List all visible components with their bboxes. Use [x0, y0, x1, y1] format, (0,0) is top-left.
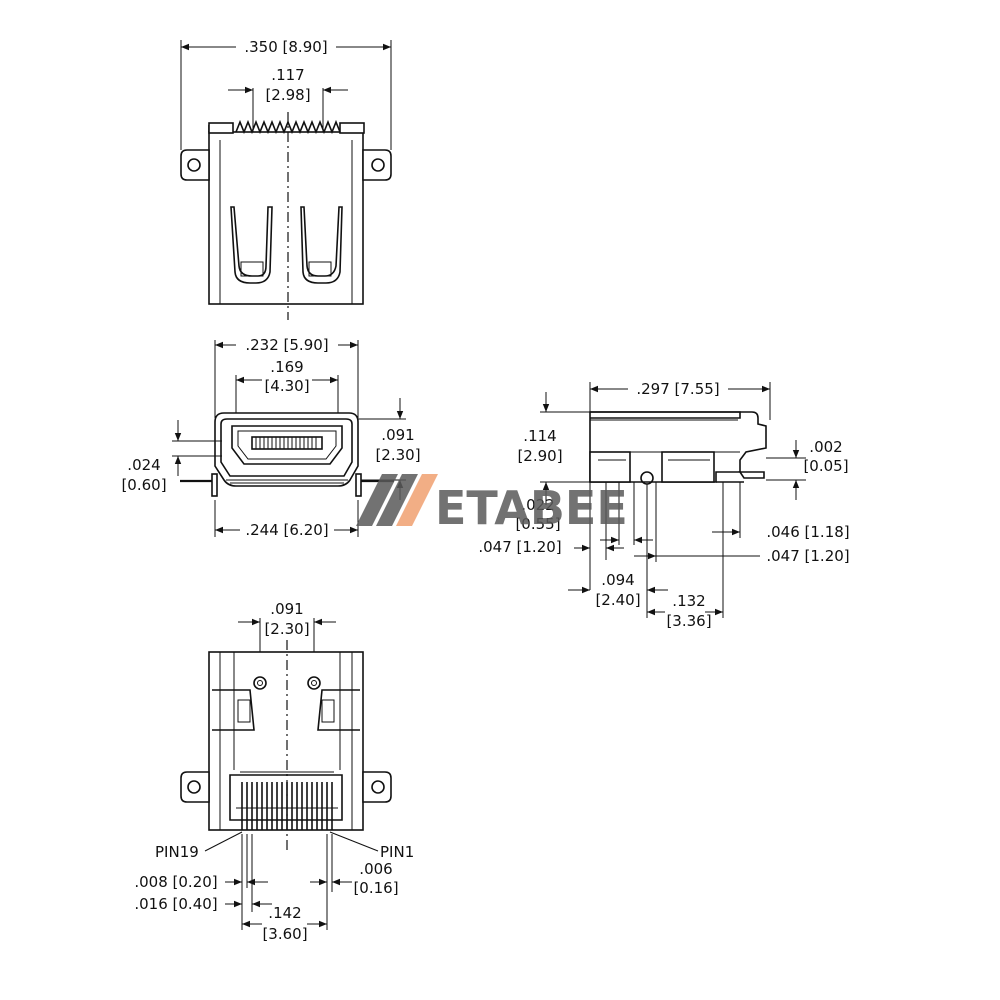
top-view-left-latch	[230, 206, 273, 284]
dim-side-right-tail: .046 [1.18]	[766, 523, 849, 541]
dim-side-peg-offset-mm: [2.40]	[595, 591, 640, 609]
dim-side-length: .297 [7.55]	[636, 380, 719, 398]
dim-side-tab-mm: [0.05]	[803, 457, 848, 475]
bottom-view: .091 [2.30] PIN19	[134, 600, 414, 943]
label-pin1: PIN1	[380, 843, 414, 861]
dim-top-slot-in: .117	[271, 66, 304, 84]
dim-side-pad-offset-in: .132	[672, 592, 705, 610]
dim-bottom-gap-in: .006	[359, 860, 392, 878]
dim-side-height-in: .114	[523, 427, 556, 445]
dim-front-offset-in: .024	[127, 456, 160, 474]
label-pin19: PIN19	[155, 843, 199, 861]
watermark-text: ETABEE	[435, 481, 628, 535]
dim-side-peg-offset-in: .094	[601, 571, 634, 589]
dim-side-height-mm: [2.90]	[517, 447, 562, 465]
dim-front-outer-width: .232 [5.90]	[245, 336, 328, 354]
dim-bottom-gap-mm: [0.16]	[353, 879, 398, 897]
dim-bottom-pad-width: .008 [0.20]	[134, 873, 217, 891]
dim-bottom-span-mm: [3.60]	[262, 925, 307, 943]
front-view: .232 [5.90] .169 [4.30] .091 [2.30]	[121, 336, 420, 539]
dim-side-tab-in: .002	[809, 438, 842, 456]
dim-front-opening-mm: [4.30]	[264, 377, 309, 395]
dim-front-height-mm: [2.30]	[375, 446, 420, 464]
top-view-right-latch	[300, 206, 343, 284]
front-view-contacts	[251, 436, 323, 450]
dim-bottom-pitch: .016 [0.40]	[134, 895, 217, 913]
dim-front-opening-in: .169	[270, 358, 303, 376]
dim-top-slot-mm: [2.98]	[265, 86, 310, 104]
dim-side-peg-in: .022	[521, 496, 554, 514]
dim-bottom-peg-spacing-in: .091	[270, 600, 303, 618]
dim-front-offset-mm: [0.60]	[121, 476, 166, 494]
watermark-logo: ETABEE	[356, 474, 628, 535]
dim-bottom-span-in: .142	[268, 904, 301, 922]
dim-side-pad-offset-mm: [3.36]	[666, 612, 711, 630]
watermark-m-mark	[356, 474, 438, 526]
dim-side-left-pad: .047 [1.20]	[478, 538, 561, 556]
dim-front-height-in: .091	[381, 426, 414, 444]
side-view: .297 [7.55] .114 [2.90] .002 [0.05]	[478, 380, 849, 630]
dim-side-peg-mm: [0.55]	[515, 515, 560, 533]
dim-bottom-peg-spacing-mm: [2.30]	[264, 620, 309, 638]
dim-side-right-pad: .047 [1.20]	[766, 547, 849, 565]
dim-top-width: .350 [8.90]	[244, 38, 327, 56]
top-view: .350 [8.90] .117 [2.98]	[180, 38, 392, 320]
dim-front-footprint: .244 [6.20]	[245, 521, 328, 539]
